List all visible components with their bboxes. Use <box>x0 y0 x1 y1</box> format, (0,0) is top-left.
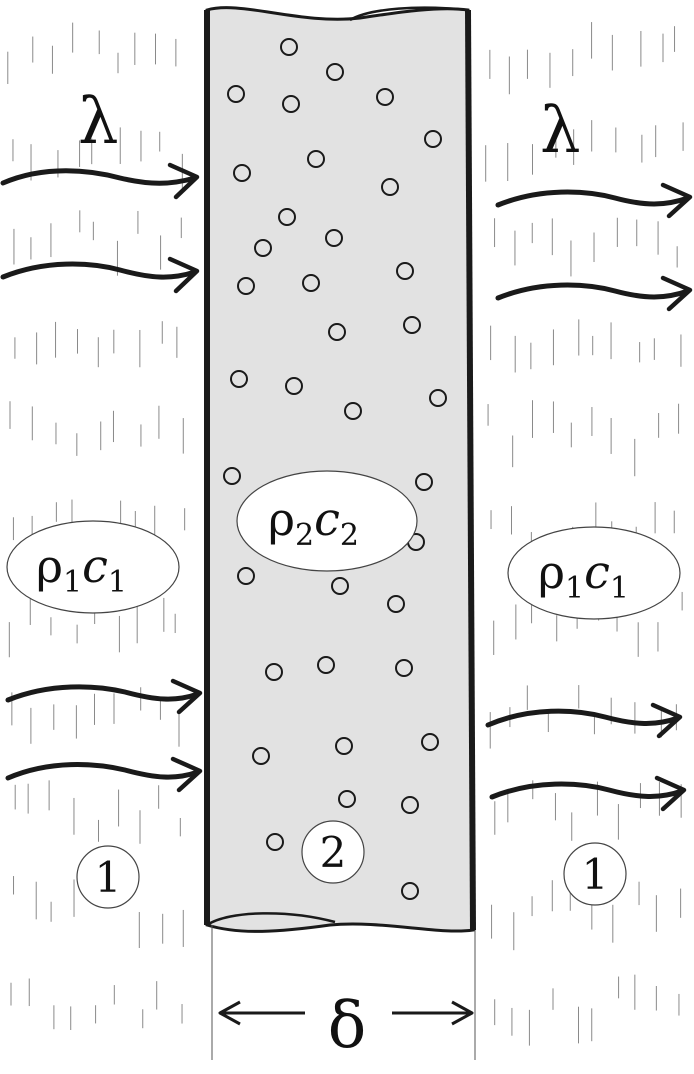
medium-1-right-label: ρ1c1 <box>507 526 681 620</box>
inclusion-bubble <box>421 733 439 751</box>
inclusion-bubble <box>387 595 405 613</box>
inclusion-bubble <box>403 316 421 334</box>
transmitted-waves <box>485 182 693 812</box>
inclusion-bubble <box>344 402 362 420</box>
inclusion-bubble <box>338 790 356 808</box>
inclusion-bubble <box>335 737 353 755</box>
medium-1-left-hatching <box>7 22 186 1030</box>
arrowhead <box>167 256 200 294</box>
c-symbol: c <box>314 492 340 546</box>
arrowhead <box>660 275 693 312</box>
medium-1-left-label: ρ1c1 <box>6 520 180 614</box>
wave-arrow-right-2 <box>495 282 691 301</box>
svg-text:ρ1c1: ρ1c1 <box>538 545 629 606</box>
svg-text:ρ1c1: ρ1c1 <box>36 539 127 600</box>
wave-arrow-left-1 <box>0 168 198 186</box>
region-number: 2 <box>320 828 347 877</box>
region-number: 1 <box>95 853 122 902</box>
slab-top-rim <box>349 6 469 22</box>
slab-layer <box>204 6 476 933</box>
arrowhead <box>650 702 683 739</box>
inclusion-bubble <box>317 656 335 674</box>
inclusion-bubble <box>325 229 343 247</box>
inclusion-bubble <box>254 239 272 257</box>
medium-2-label: ρ2c2 <box>236 470 418 572</box>
rho-symbol: ρ <box>36 539 63 593</box>
inclusion-bubble <box>223 467 241 485</box>
inclusion-bubble <box>266 833 284 851</box>
wave-arrow-right-4 <box>489 781 685 800</box>
thickness-label: δ <box>328 989 367 1063</box>
incident-waves <box>0 162 203 793</box>
subscript: 1 <box>565 571 584 606</box>
inclusion-bubble <box>230 370 248 388</box>
inclusion-bubble <box>395 659 413 677</box>
subscript: 2 <box>295 518 314 553</box>
inclusion-bubble <box>252 747 270 765</box>
inclusion-bubble <box>233 164 251 182</box>
c-symbol: c <box>82 539 108 593</box>
inclusion-bubble <box>265 663 283 681</box>
subscript: 1 <box>63 565 82 600</box>
arrowhead <box>654 775 687 812</box>
region-label-center: 2 <box>301 820 365 884</box>
arrowhead <box>660 182 693 219</box>
arrowhead <box>170 756 203 793</box>
inclusion-bubble <box>285 377 303 395</box>
wave-arrow-left-2 <box>0 261 198 280</box>
inclusion-bubble <box>401 882 419 900</box>
inclusion-bubble <box>396 262 414 280</box>
region-label-left: 1 <box>76 845 140 909</box>
c-symbol: c <box>584 545 610 599</box>
wave-arrow-left-4 <box>5 762 201 781</box>
inclusion-bubble <box>237 277 255 295</box>
arrowhead <box>218 1000 241 1026</box>
subscript: 1 <box>610 571 629 606</box>
wave-arrow-right-3 <box>485 708 681 728</box>
inclusion-bubble <box>424 130 442 148</box>
inclusion-bubble <box>326 63 344 81</box>
slab-bottom-rim <box>206 912 336 927</box>
slab-inclusions <box>223 38 447 900</box>
inclusion-bubble <box>415 473 433 491</box>
subscript: 2 <box>340 518 359 553</box>
inclusion-bubble <box>401 796 419 814</box>
arrowhead <box>451 1000 474 1026</box>
region-number: 1 <box>582 850 609 899</box>
wavelength-label-right: λ <box>540 94 581 168</box>
rho-symbol: ρ <box>268 492 295 546</box>
inclusion-bubble <box>282 95 300 113</box>
arrowhead <box>170 678 203 715</box>
inclusion-bubble <box>376 88 394 106</box>
thickness-dimension: δ <box>211 925 476 1063</box>
wave-arrow-right-1 <box>495 189 691 208</box>
inclusion-bubble <box>280 38 298 56</box>
rho-symbol: ρ <box>538 545 565 599</box>
arrowhead <box>167 162 200 200</box>
subscript: 1 <box>108 565 127 600</box>
inclusion-bubble <box>302 274 320 292</box>
slab-body <box>205 6 475 933</box>
inclusion-bubble <box>328 323 346 341</box>
inclusion-bubble <box>381 178 399 196</box>
inclusion-bubble <box>307 150 325 168</box>
region-label-right: 1 <box>563 842 627 906</box>
inclusion-bubble <box>227 85 245 103</box>
svg-text:ρ2c2: ρ2c2 <box>268 492 359 553</box>
wavelength-label-left: λ <box>78 85 119 159</box>
slab-right-edge <box>465 9 476 931</box>
inclusion-bubble <box>278 208 296 226</box>
inclusion-bubble <box>331 577 349 595</box>
inclusion-bubble <box>237 567 255 585</box>
wave-arrow-left-3 <box>5 684 201 703</box>
inclusion-bubble <box>429 389 447 407</box>
